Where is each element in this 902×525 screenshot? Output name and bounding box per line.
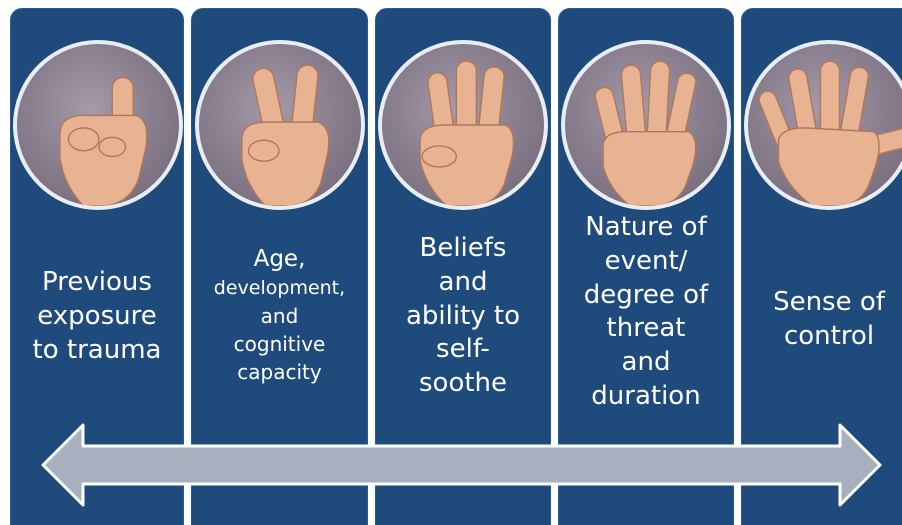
label-line: and [438,266,488,297]
label-line: control [783,320,875,351]
label-line: development, [213,277,346,300]
label-line: Previous [42,267,152,297]
hand-four-fingers-icon [561,40,731,210]
label-line: duration [591,380,701,411]
label-line: to trauma [32,334,162,365]
label-line: cognitive [233,331,326,356]
label-line: self- [436,334,490,365]
label-line: capacity [237,359,322,384]
hand-three-fingers-icon [378,40,548,210]
panel-label: Beliefs and ability to self- soothe [375,232,551,401]
label-line: Age, [253,246,306,272]
label-line: Nature of [585,212,707,242]
label-line: threat [606,313,686,344]
label-line: and [260,303,299,328]
panel-label: Previous exposure to trauma [10,266,184,367]
panel-label: Age, development, and cognitive capacity [191,243,368,386]
label-line: and [621,347,671,378]
panel-label: Nature of event/ degree of threat and du… [558,211,734,414]
label-line: event/ [604,245,688,276]
label-line: soothe [418,368,508,399]
hand-five-fingers-icon [744,40,902,210]
label-line: Beliefs [419,233,507,263]
label-line: Sense of [773,287,885,317]
panel-label: Sense of control [741,286,902,354]
label-line: exposure [37,300,157,331]
hand-one-finger-icon [13,40,183,210]
hand-two-fingers-icon [195,40,365,210]
label-line: ability to [405,300,521,331]
label-line: degree of [583,279,709,310]
